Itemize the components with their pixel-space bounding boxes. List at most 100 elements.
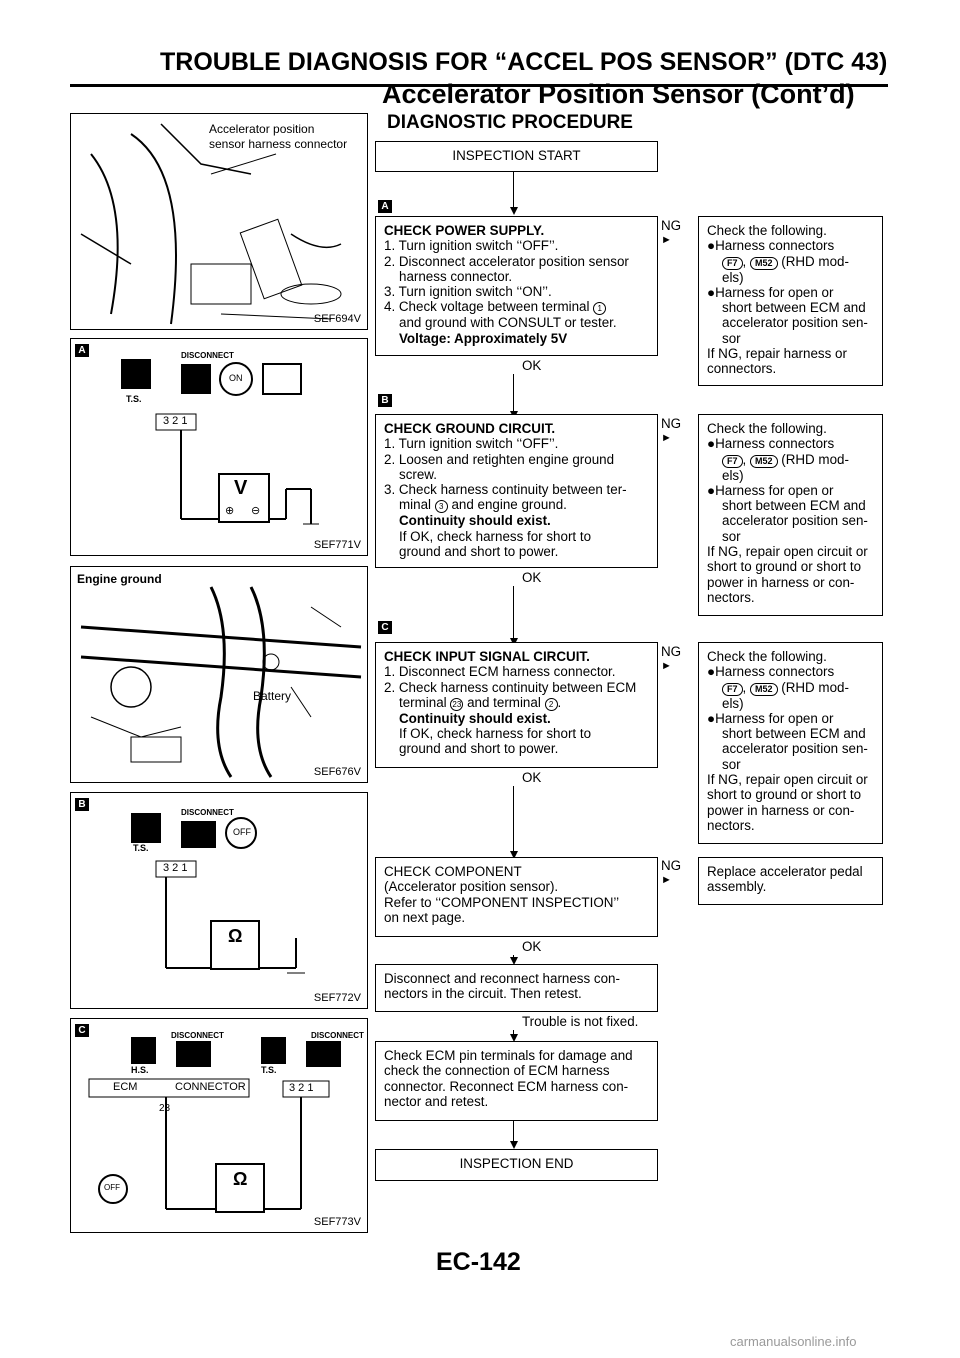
flow-line xyxy=(513,786,514,852)
ok-label-2: OK xyxy=(522,570,542,585)
step4-line2: (Accelerator position sensor). xyxy=(384,879,559,895)
ts-label: T.S. xyxy=(261,1065,277,1075)
step3-line1: 1. Disconnect ECM harness connector. xyxy=(384,664,616,680)
ng1-ho3: accelerator position sen- xyxy=(722,315,868,331)
flow-arrow xyxy=(510,1034,518,1042)
terminals-label: 3 2 1 xyxy=(289,1082,314,1094)
step3-line2b: terminal 23 and terminal 2. xyxy=(384,695,649,711)
ng2-ho3: accelerator position sen- xyxy=(722,513,868,529)
step3-l2b-post: . xyxy=(557,694,562,710)
ng1-bullet2: ●Harness for open or xyxy=(707,285,874,300)
step-tag-c: C xyxy=(75,1024,89,1037)
ng3-r1: If NG, repair open circuit or xyxy=(707,772,868,788)
step3-l2b-pre: terminal xyxy=(399,694,447,710)
step-tag-b: B xyxy=(75,798,89,811)
ng-arrow-icon: ► xyxy=(661,432,672,444)
step1-voltage: Voltage: Approximately 5V xyxy=(399,330,568,346)
figure-voltage-check-drawing xyxy=(121,359,319,525)
step2-line6: ground and short to power. xyxy=(399,544,559,560)
watermark: carmanualsonline.info xyxy=(730,1334,857,1349)
figure-signal-continuity-drawing xyxy=(88,1037,341,1213)
ng-arrow-icon: ► xyxy=(661,234,672,246)
ng1-els: els) xyxy=(722,269,744,285)
plus-label: ⊕ xyxy=(225,505,235,517)
flow-line xyxy=(513,586,514,639)
ng2-rhd: (RHD mod- xyxy=(781,451,849,467)
figure-code: SEF773V xyxy=(313,1216,361,1228)
bullet-icon: ● xyxy=(707,436,716,452)
step1-line4: 4. Check voltage between terminal 1 xyxy=(384,299,649,316)
figure-code: SEF694V xyxy=(313,313,361,325)
terminal-1-icon: 1 xyxy=(593,302,607,316)
connector-f7-icon: F7 xyxy=(722,454,743,468)
ng2-r1: If NG, repair open circuit or xyxy=(707,544,868,560)
step6-line3: connector. Reconnect ECM harness con- xyxy=(384,1078,629,1094)
hs-label: H.S. xyxy=(131,1065,149,1075)
step5-line1: Disconnect and reconnect harness con- xyxy=(384,971,620,986)
step1-line4b: and ground with CONSULT or tester. xyxy=(399,315,617,331)
inspection-start-box: INSPECTION START xyxy=(375,141,658,172)
section-title: DIAGNOSTIC PROCEDURE xyxy=(387,112,633,133)
ng3-bullet2: ●Harness for open or xyxy=(707,711,874,726)
figure-engine-ground: Engine ground Battery SEF676V xyxy=(70,566,368,783)
bullet-icon: ● xyxy=(707,482,716,498)
connector-label: CONNECTOR xyxy=(175,1081,246,1093)
ng3-r2: short to ground or short to xyxy=(707,787,862,803)
step2-line2b: screw. xyxy=(399,466,437,482)
terminals-label: 3 2 1 xyxy=(163,415,188,427)
ng3-hc: Harness connectors xyxy=(715,664,835,680)
ng2-bullet2: ●Harness for open or xyxy=(707,483,874,498)
figure-ground-continuity: B T.S. DISCONNECT OFF 3 2 1 Ω SEF772V xyxy=(70,792,368,1009)
bullet-icon: ● xyxy=(707,284,716,300)
bullet-icon: ● xyxy=(707,710,716,726)
ng3-ho3: accelerator position sen- xyxy=(722,741,868,757)
off-label: OFF xyxy=(104,1183,120,1192)
header-rule xyxy=(70,84,888,87)
step1-line2b: harness connector. xyxy=(399,268,513,284)
step3-l2b-mid: and terminal xyxy=(467,694,541,710)
ng1-ho1: Harness for open or xyxy=(715,284,834,300)
ng3-r4: nectors. xyxy=(707,817,755,833)
step6-line4: nector and retest. xyxy=(384,1093,489,1109)
flow-line xyxy=(513,172,514,208)
ng2-els: els) xyxy=(722,467,744,483)
figure-voltage-check: A T.S. DISCONNECT ON 3 2 1 V ⊕ ⊖ SEF771V xyxy=(70,338,368,556)
ng3-ho2: short between ECM and xyxy=(722,726,866,742)
figure-caption-1: Accelerator position xyxy=(209,122,315,136)
ng4-line2: assembly. xyxy=(707,879,767,895)
ng-label-4: NG xyxy=(661,858,682,873)
step1-line3: 3. Turn ignition switch ‘‘ON’’. xyxy=(384,284,552,300)
ng3-check: Check the following. xyxy=(707,649,827,664)
flow-arrow xyxy=(510,957,518,965)
step6-line1: Check ECM pin terminals for damage and xyxy=(384,1048,633,1063)
connector-m52-icon: M52 xyxy=(749,454,778,468)
connector-f7-icon: F7 xyxy=(722,256,743,270)
disconnect-label: DISCONNECT xyxy=(181,351,234,360)
step5-line2: nectors in the circuit. Then retest. xyxy=(384,986,582,1002)
step1-line2: 2. Disconnect accelerator position senso… xyxy=(384,253,629,269)
step-tag-a: A xyxy=(75,344,89,357)
ng-box-4: Replace accelerator pedal assembly. xyxy=(698,857,883,905)
check-ecm-pins-box: Check ECM pin terminals for damage and c… xyxy=(375,1041,658,1121)
ts-label: T.S. xyxy=(126,394,142,404)
comma: , xyxy=(742,451,747,467)
ts-label: T.S. xyxy=(133,843,149,853)
ng-label-1: NG xyxy=(661,218,682,233)
ng-label-3: NG xyxy=(661,644,682,659)
disconnect-label: DISCONNECT xyxy=(181,808,234,817)
ng-box-3: Check the following. ● Harness connectors… xyxy=(698,642,883,844)
figure-engine-ground-drawing xyxy=(80,586,362,778)
check-input-signal-box: CHECK INPUT SIGNAL CIRCUIT. 1. Disconnec… xyxy=(375,642,658,768)
ng-label-2: NG xyxy=(661,416,682,431)
ng3-ho1: Harness for open or xyxy=(715,710,834,726)
step2-title: CHECK GROUND CIRCUIT. xyxy=(384,421,556,436)
ng1-check: Check the following. xyxy=(707,223,827,238)
ng1-ho2: short between ECM and xyxy=(722,300,866,316)
check-component-box: CHECK COMPONENT (Accelerator position se… xyxy=(375,857,658,937)
ohm-meter-label: Ω xyxy=(228,926,243,946)
volt-meter-label: V xyxy=(234,477,248,499)
ng-box-2: Check the following. ●Harness connectors… xyxy=(698,414,883,616)
connector-m52-icon: M52 xyxy=(749,256,778,270)
step4-line1: CHECK COMPONENT xyxy=(384,864,522,879)
page-header-title: TROUBLE DIAGNOSIS FOR “ACCEL POS SENSOR”… xyxy=(160,48,888,76)
